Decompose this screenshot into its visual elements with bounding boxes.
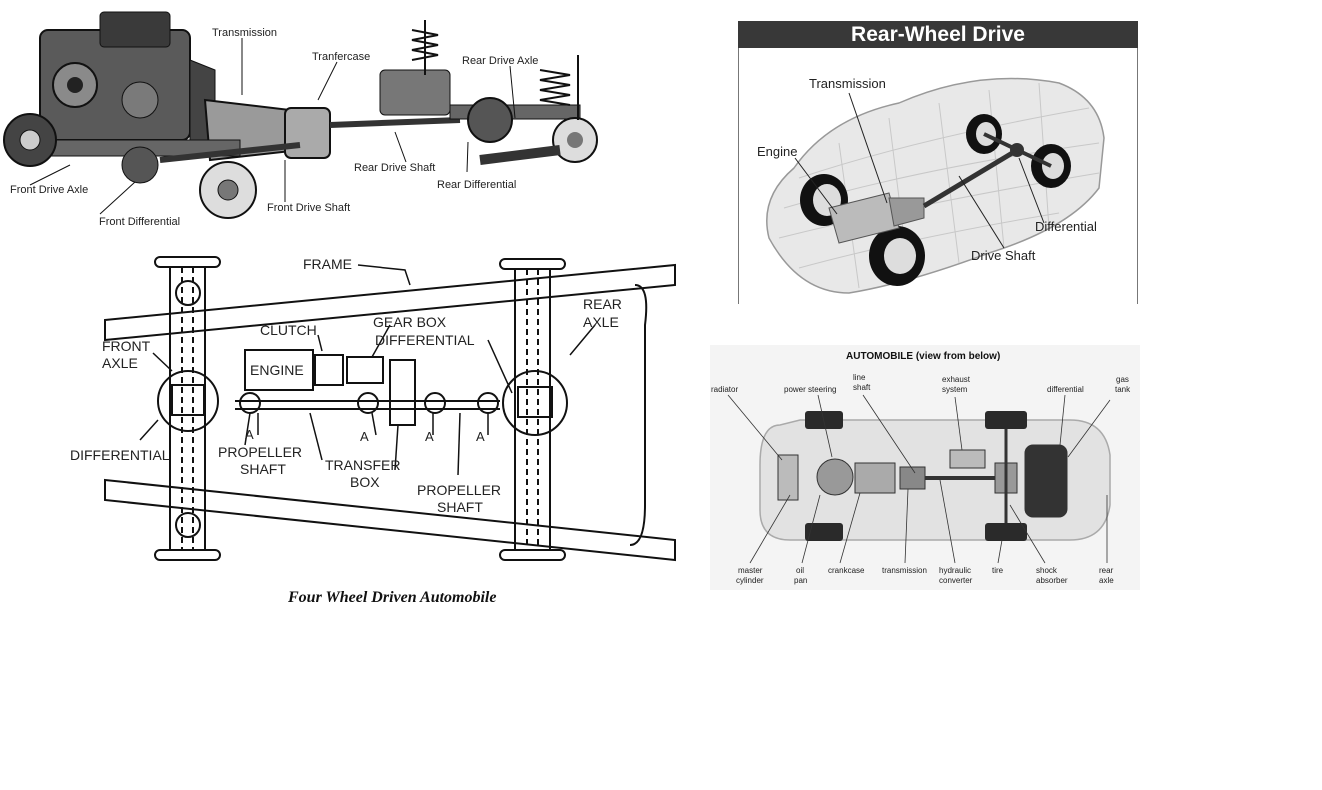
label-differential: Differential: [1035, 219, 1097, 234]
automobile-below-title: AUTOMOBILE (view from below): [846, 351, 1000, 362]
label-shock-absorber-line1: shock: [1036, 566, 1058, 575]
tire-drawing: [805, 411, 1027, 541]
label-rear-axle-line1: REAR: [583, 296, 622, 312]
rear-axle-drawing: [499, 258, 568, 561]
label-front-drive-axle: Front Drive Axle: [10, 184, 88, 196]
drivetrain-photo-panel: Transmission Tranfercase Rear Drive Axle…: [0, 0, 600, 230]
label-propeller-shaft-right-line2: SHAFT: [437, 499, 483, 515]
drive-shaft-drawing: [922, 149, 1016, 209]
transmission-drawing: [888, 197, 925, 227]
transfercase-drawing: [284, 107, 331, 159]
label-front-differential: Front Differential: [99, 216, 180, 228]
label-rear-drive-axle: Rear Drive Axle: [462, 55, 538, 67]
four-wheel-drive-diagram: FRAME CLUTCH GEAR BOX DIFFERENTIAL REAR …: [70, 256, 676, 606]
front-drive-shaft-drawing: [159, 142, 301, 163]
label-front-drive-shaft: Front Drive Shaft: [267, 202, 350, 214]
drivetrain-illustration: Transmission Tranfercase Rear Drive Axle…: [3, 11, 598, 228]
label-transmission: Transmission: [212, 27, 277, 39]
label-oil-pan-line2: pan: [794, 576, 807, 585]
label-radiator: radiator: [711, 385, 738, 394]
engine-block-drawing: [39, 11, 216, 146]
label-master-cylinder-line1: master: [738, 566, 763, 575]
label-oil-pan-line1: oil: [796, 566, 804, 575]
label-shock-absorber-line2: absorber: [1036, 576, 1068, 585]
label-gas-tank-line1: gas: [1116, 375, 1129, 384]
label-frame: FRAME: [303, 256, 352, 272]
label-engine: ENGINE: [250, 362, 304, 378]
label-differential-left: DIFFERENTIAL: [70, 447, 170, 463]
frame-rails-drawing: [104, 263, 676, 562]
label-joint-a1: A: [245, 427, 254, 442]
front-axle-drawing: [154, 256, 221, 561]
coil-spring-drawing: [411, 20, 579, 120]
label-transfer-box-line2: BOX: [350, 474, 380, 490]
label-transfer-box-line1: TRANSFER: [325, 457, 400, 473]
label-line-shaft-line1: line: [853, 373, 866, 382]
label-differential-top: DIFFERENTIAL: [375, 332, 475, 348]
label-drive-shaft: Drive Shaft: [971, 248, 1036, 263]
label-gear-box: GEAR BOX: [373, 314, 447, 330]
label-rear-drive-shaft: Rear Drive Shaft: [354, 162, 435, 174]
rear-axle-drawing: [379, 69, 598, 165]
label-joint-a3: A: [425, 429, 434, 444]
label-gas-tank-line2: tank: [1115, 385, 1131, 394]
label-propeller-shaft-left-line2: SHAFT: [240, 461, 286, 477]
label-power-steering: power steering: [784, 385, 836, 394]
label-joint-a4: A: [476, 429, 485, 444]
four-wheel-drive-diagram-panel: FRAME CLUTCH GEAR BOX DIFFERENTIAL REAR …: [60, 245, 690, 620]
rear-drive-shaft-drawing: [329, 117, 461, 128]
label-hydraulic-converter-line1: hydraulic: [939, 566, 971, 575]
rear-wheel-drive-panel: Transmission Engine Differential Drive S…: [738, 48, 1138, 304]
label-exhaust-system-line1: exhaust: [942, 375, 971, 384]
label-transmission: transmission: [882, 566, 927, 575]
diagram-leader-lines: [139, 264, 596, 476]
drivetrain-leader-lines: [29, 38, 516, 215]
label-crankcase: crankcase: [828, 566, 865, 575]
label-front-axle-line1: FRONT: [102, 338, 151, 354]
diagram-caption: Four Wheel Driven Automobile: [287, 589, 496, 606]
label-engine: Engine: [757, 144, 797, 159]
label-tire: tire: [992, 566, 1004, 575]
label-rear-axle-line2: axle: [1099, 576, 1114, 585]
label-exhaust-system-line2: system: [942, 385, 968, 394]
automobile-below-panel: AUTOMOBILE (view from below) r: [710, 345, 1140, 590]
label-transmission: Transmission: [809, 76, 886, 91]
rear-wheel-drive-illustration: Transmission Engine Differential Drive S…: [757, 76, 1105, 294]
label-propeller-shaft-right-line1: PROPELLER: [417, 482, 501, 498]
label-rear-axle-line1: rear: [1099, 566, 1114, 575]
label-rear-differential: Rear Differential: [437, 179, 516, 191]
label-line-shaft-line2: shaft: [853, 383, 871, 392]
front-axle-drawing: [3, 113, 257, 219]
engine-drawing: [828, 192, 900, 244]
label-propeller-shaft-left-line1: PROPELLER: [218, 444, 302, 460]
below-leader-lines: [727, 394, 1111, 564]
label-transfercase: Tranfercase: [312, 51, 370, 63]
underbody-parts-drawing: [777, 429, 1068, 523]
rear-wheel-drive-title: Rear-Wheel Drive: [738, 21, 1138, 48]
rwd-leader-lines: [794, 92, 1045, 249]
label-front-axle-line2: AXLE: [102, 355, 138, 371]
label-differential: differential: [1047, 385, 1084, 394]
label-clutch: CLUTCH: [260, 322, 317, 338]
label-joint-a2: A: [360, 429, 369, 444]
label-rear-axle-line2: AXLE: [583, 314, 619, 330]
label-master-cylinder-line2: cylinder: [736, 576, 764, 585]
label-hydraulic-converter-line2: converter: [939, 576, 973, 585]
automobile-below-illustration: AUTOMOBILE (view from below) r: [710, 345, 1140, 590]
